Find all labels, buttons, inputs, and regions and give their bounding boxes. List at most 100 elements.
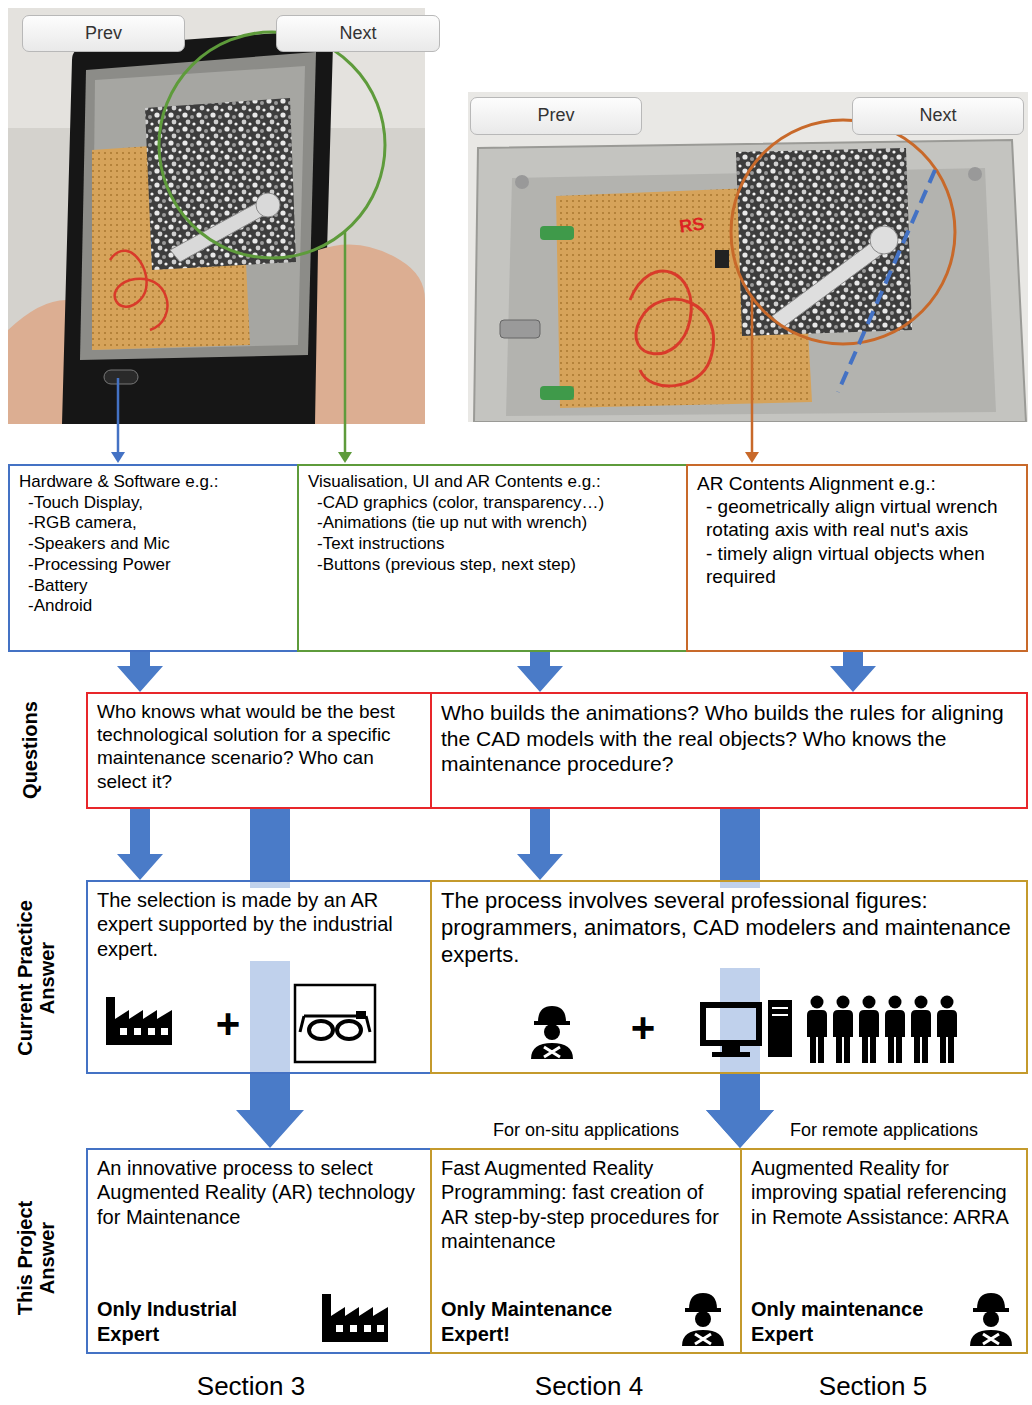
- monitor-icon: [703, 1005, 759, 1043]
- leader-line: [117, 378, 120, 454]
- person-icon: [807, 996, 827, 1064]
- list-item: - timely align virtual objects when requ…: [697, 542, 1017, 588]
- list-item: -CAD graphics (color, transparency…): [308, 493, 677, 514]
- list-item: -Android: [19, 596, 288, 617]
- logo-text: RS: [678, 214, 706, 237]
- question-box: Who knows what would be the best technol…: [86, 692, 432, 809]
- ui-button: Prev: [22, 15, 185, 52]
- box-interior: [92, 66, 305, 350]
- screw: [515, 175, 529, 189]
- list-item: -Processing Power: [19, 555, 288, 576]
- list-item: -RGB camera,: [19, 513, 288, 534]
- monitor-stand: [722, 1045, 740, 1053]
- phone-body: [62, 30, 333, 424]
- wrench-head: [256, 193, 280, 217]
- section-label: Section 5: [819, 1372, 927, 1401]
- ui-button: Prev: [470, 97, 642, 135]
- home-button: [104, 370, 138, 384]
- ui-button: Next: [276, 15, 440, 52]
- section-label: Section 4: [535, 1372, 643, 1401]
- veil: [432, 882, 1026, 1072]
- glasses-lens: [337, 1021, 361, 1039]
- virtual-wrench: [772, 242, 882, 328]
- role-note: Only Maintenance Expert!: [441, 1297, 666, 1346]
- phone-screen: [80, 52, 316, 360]
- box-text: The selection is made by an AR expert su…: [97, 888, 421, 961]
- screw: [968, 167, 982, 181]
- person-icon: [833, 996, 853, 1064]
- flow-arrow: [517, 652, 563, 692]
- leader-head: [111, 452, 125, 463]
- tower-icon: [768, 1000, 792, 1057]
- list-item: -Speakers and Mic: [19, 534, 288, 555]
- monitor-base: [712, 1052, 750, 1057]
- background: [468, 92, 1028, 422]
- hand-fingers: [8, 300, 70, 424]
- veil: [88, 882, 430, 1072]
- box-photo: [468, 92, 1028, 422]
- highlight-circle: [731, 120, 955, 344]
- terminal: [540, 386, 574, 400]
- virtual-wrench: [170, 200, 270, 262]
- wire: [630, 271, 714, 386]
- box-heading: Visualisation, UI and AR Contents e.g.:: [308, 472, 677, 493]
- box-caption: For remote applications: [742, 1120, 1026, 1142]
- glasses-lens: [309, 1021, 333, 1039]
- flow-arrow: [830, 652, 876, 692]
- box-caption: For on-situ applications: [432, 1120, 740, 1142]
- button-label: Prev: [537, 105, 574, 127]
- component-box: Hardware & Software e.g.:-Touch Display,…: [8, 464, 299, 652]
- list-item: -Animations (tie up nut with wrench): [308, 513, 677, 534]
- plus-sign: +: [631, 1005, 656, 1051]
- tower-detail: [772, 1008, 788, 1015]
- component-box: AR Contents Alignment e.g.:- geometrical…: [686, 464, 1028, 652]
- flow-arrow: [117, 652, 163, 692]
- question-box: Who builds the animations? Who builds th…: [430, 692, 1028, 809]
- wrench-head: [870, 226, 898, 254]
- glasses-frame: [295, 985, 375, 1062]
- button-label: Next: [339, 23, 376, 45]
- list-item: -Battery: [19, 576, 288, 597]
- project-box: An innovative process to select Augmente…: [86, 1148, 432, 1354]
- row-label: This Project Answer: [14, 1178, 58, 1338]
- phone-photo: [8, 8, 425, 424]
- section-label: Section 3: [197, 1372, 305, 1401]
- person-icon: [937, 996, 957, 1064]
- glasses-camera: [356, 1011, 366, 1019]
- box-text: The process involves several professiona…: [441, 888, 1017, 968]
- box-heading: AR Contents Alignment e.g.:: [697, 472, 1017, 495]
- practice-box: The selection is made by an AR expert su…: [86, 880, 432, 1074]
- box-heading: Hardware & Software e.g.:: [19, 472, 288, 493]
- factory-icon: [106, 997, 172, 1045]
- list-item: - geometrically align virtual wrench rot…: [697, 495, 1017, 541]
- person-icon: [911, 996, 931, 1064]
- connector-plug: [500, 320, 540, 338]
- flow-arrow: [117, 809, 163, 880]
- worker-icon: [970, 1293, 1012, 1346]
- desk: [8, 8, 425, 424]
- box-text: Augmented Reality for improving spatial …: [751, 1156, 1017, 1229]
- leader-head: [338, 452, 352, 463]
- list-item: -Buttons (previous step, next step): [308, 555, 677, 576]
- wire: [110, 251, 167, 330]
- list-item: -Touch Display,: [19, 493, 288, 514]
- button-label: Next: [919, 105, 956, 127]
- worker-icon: [682, 1293, 724, 1346]
- project-box: For on-situ applicationsFast Augmented R…: [430, 1148, 742, 1354]
- box-text: Fast Augmented Reality Programming: fast…: [441, 1156, 731, 1254]
- factory-icon: [322, 1294, 388, 1342]
- component-box: Visualisation, UI and AR Contents e.g.:-…: [297, 464, 688, 652]
- role-note: Only Industrial Expert: [97, 1297, 297, 1346]
- box-text: An innovative process to select Augmente…: [97, 1156, 421, 1229]
- ui-button: Next: [852, 97, 1024, 135]
- role-note: Only maintenance Expert: [751, 1297, 951, 1346]
- person-icon: [859, 996, 879, 1064]
- worker-icon: [531, 1006, 573, 1059]
- row-label: Current Practice Answer: [14, 873, 58, 1083]
- axis-line: [838, 170, 935, 392]
- chip: [715, 250, 729, 268]
- box-text: Who knows what would be the best technol…: [97, 700, 421, 793]
- hand-thumb: [315, 244, 425, 424]
- leader-line: [344, 231, 347, 454]
